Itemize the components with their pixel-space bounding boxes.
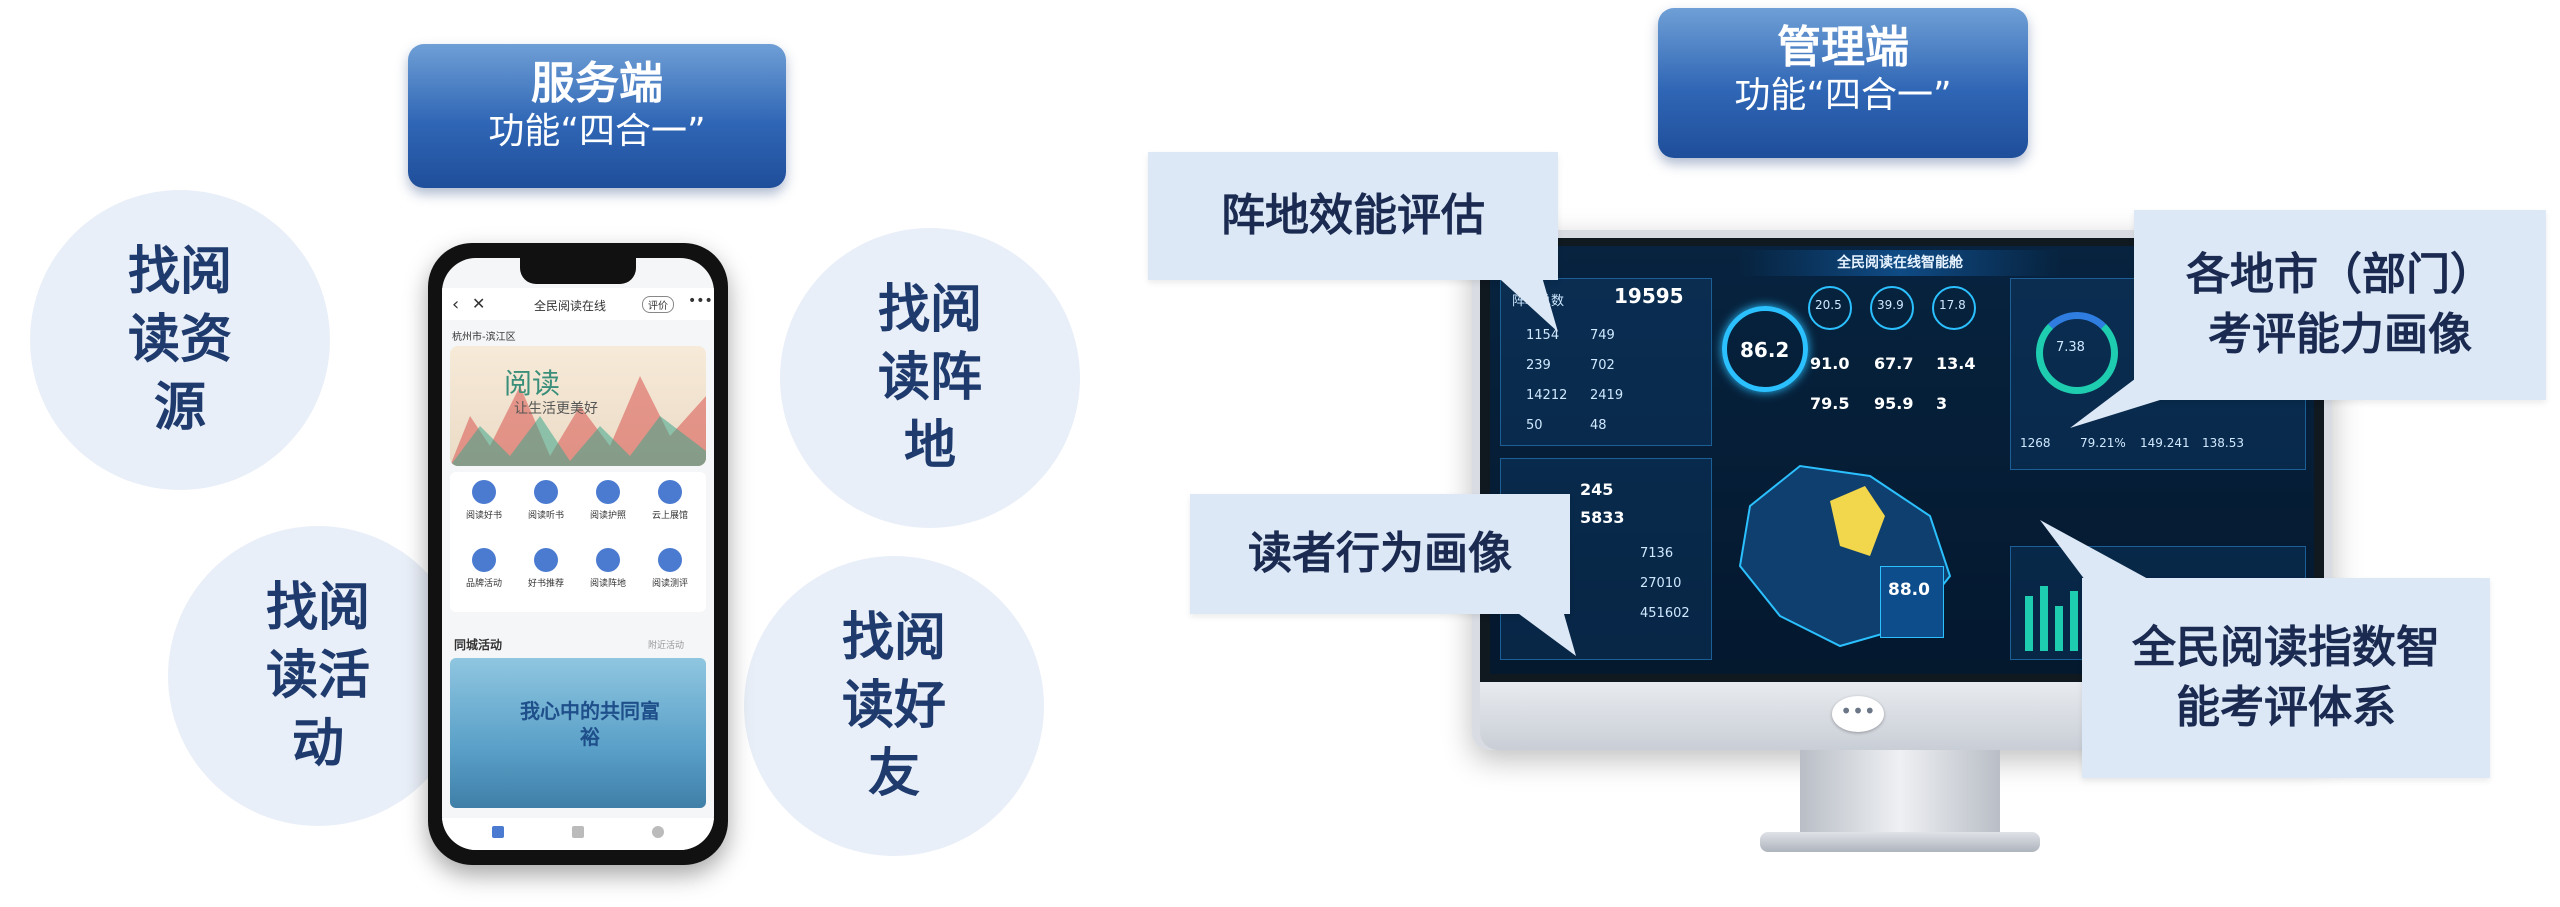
stat-left2-2: 702 (1590, 358, 1615, 373)
callout-pointer-4 (2040, 520, 2150, 600)
left-top-panel (1500, 278, 1712, 446)
passport-icon (596, 480, 620, 504)
callout-reader-portrait: 读者行为画像 (1190, 494, 1570, 614)
stat-left2-1: 749 (1590, 328, 1615, 343)
phone-nav-title: 全民阅读在线 (534, 299, 607, 313)
service-title-box: 服务端 功能“四合一” (408, 44, 786, 188)
callout-pointer-3 (1500, 600, 1576, 656)
banner-subtitle: 让生活更美好 (514, 401, 598, 417)
home-tab-icon[interactable] (492, 826, 504, 838)
bubble-find-resources: 找阅读资源 (30, 190, 330, 490)
percent-ring (2036, 312, 2118, 394)
bulb-icon (658, 548, 682, 572)
management-title: 管理端 (1777, 22, 1909, 73)
circle-stat-2 (1870, 286, 1914, 330)
callout-city-portrait: 各地市（部门）考评能力画像 (2134, 210, 2546, 400)
stat-value-8: 95.9 (1874, 394, 1914, 413)
service-title: 服务端 (531, 58, 663, 109)
phone-tab-bar (442, 818, 714, 850)
percent-value: 7.38 (2056, 340, 2085, 355)
service-subtitle: 功能“四合一” (488, 111, 706, 152)
right-stat-1: 1268 (2020, 436, 2051, 450)
callout-reading-index: 全民阅读指数智能考评体系 (2082, 578, 2490, 778)
mid-value-2: 245 (1580, 480, 1614, 499)
bubble-find-activities: 找阅读活动 (168, 526, 468, 826)
dashboard-header: 全民阅读在线智能舱 (1740, 250, 2060, 276)
thumbs-up-icon (534, 548, 558, 572)
section-more-link[interactable]: 附近活动 (648, 641, 685, 651)
stat-left-3: 14212 (1526, 388, 1568, 403)
event-icon (472, 548, 496, 572)
map-value-box (1880, 566, 1944, 638)
stat-value-5: 67.7 (1874, 354, 1914, 373)
phone-screen: ‹ ✕ 全民阅读在线 评价 ••• 杭州市-滨江区 阅读 让生活更美好 阅读好书… (442, 258, 714, 850)
table-value-3: 451602 (1640, 606, 1690, 621)
callout-pointer-2 (2070, 360, 2160, 428)
stat-value-3: 17.8 (1939, 298, 1966, 312)
bubble-find-venues: 找阅读阵地 (780, 228, 1080, 528)
menu-item-exhibition[interactable]: 云上展馆 (640, 480, 700, 521)
activity-title: 我心中的共同富裕 (520, 699, 660, 749)
right-stat-2: 79.21% (2080, 436, 2126, 450)
monitor-stand (1800, 750, 2000, 840)
callout-pointer-1 (1490, 270, 1558, 332)
stat-left2-4: 48 (1590, 418, 1607, 433)
menu-item-listen[interactable]: 阅读听书 (516, 480, 576, 521)
phone-notch (520, 258, 636, 284)
chat-icon: ••• (1832, 696, 1884, 732)
circle-stat-3 (1932, 286, 1976, 330)
menu-item-read-books[interactable]: 阅读好书 (454, 480, 514, 521)
management-title-box: 管理端 功能“四合一” (1658, 8, 2028, 158)
stat-left2-3: 2419 (1590, 388, 1624, 403)
bubble-find-friends: 找阅读好友 (744, 556, 1044, 856)
book-icon (472, 480, 496, 504)
close-icon[interactable]: ✕ (472, 294, 486, 313)
menu-item-events[interactable]: 品牌活动 (454, 548, 514, 589)
phone-banner[interactable]: 阅读 让生活更美好 (450, 346, 706, 466)
stat-value-4: 91.0 (1810, 354, 1850, 373)
callout-venue-evaluation: 阵地效能评估 (1148, 152, 1558, 280)
dashboard-title: 全民阅读在线智能舱 (1837, 255, 1963, 271)
section-title: 同城活动 (454, 638, 503, 652)
right-stat-3: 149.241 (2140, 436, 2190, 450)
management-subtitle: 功能“四合一” (1734, 75, 1952, 116)
total-value: 19595 (1614, 284, 1684, 308)
headphone-icon (534, 480, 558, 504)
location-selector[interactable]: 杭州市-滨江区 (452, 332, 516, 343)
stat-value-1: 20.5 (1815, 298, 1842, 312)
back-icon[interactable]: ‹ (452, 294, 460, 315)
stat-left-4: 50 (1526, 418, 1543, 433)
stat-left-2: 239 (1526, 358, 1551, 373)
mid-value: 5833 (1580, 508, 1625, 527)
gallery-icon (658, 480, 682, 504)
menu-item-evaluation[interactable]: 阅读测评 (640, 548, 700, 589)
profile-tab-icon[interactable] (652, 826, 664, 838)
phone-nav-bar: ‹ ✕ 全民阅读在线 评价 ••• (442, 288, 714, 320)
activity-card[interactable]: 我心中的共同富裕 (450, 658, 706, 808)
stat-value-6: 13.4 (1936, 354, 1976, 373)
stat-left-1: 1154 (1526, 328, 1560, 343)
menu-item-passport[interactable]: 阅读护照 (578, 480, 638, 521)
score-gauge (1722, 306, 1808, 392)
venue-icon (596, 548, 620, 572)
menu-item-venues[interactable]: 阅读阵地 (578, 548, 638, 589)
stat-value-7: 79.5 (1810, 394, 1850, 413)
grid-tab-icon[interactable] (572, 826, 584, 838)
rate-button[interactable]: 评价 (642, 296, 674, 313)
menu-item-recommend[interactable]: 好书推荐 (516, 548, 576, 589)
banner-title: 阅读 (504, 367, 561, 400)
table-value-2: 27010 (1640, 576, 1682, 591)
circle-stat-1 (1808, 286, 1852, 330)
right-stat-4: 138.53 (2202, 436, 2244, 450)
monitor-base (1760, 832, 2040, 852)
more-icon[interactable]: ••• (688, 293, 713, 309)
gauge-value: 86.2 (1740, 338, 1790, 362)
table-value-1: 7136 (1640, 546, 1674, 561)
stat-value-2: 39.9 (1877, 298, 1904, 312)
map-value: 88.0 (1888, 580, 1930, 600)
stat-value-9: 3 (1936, 394, 1948, 413)
